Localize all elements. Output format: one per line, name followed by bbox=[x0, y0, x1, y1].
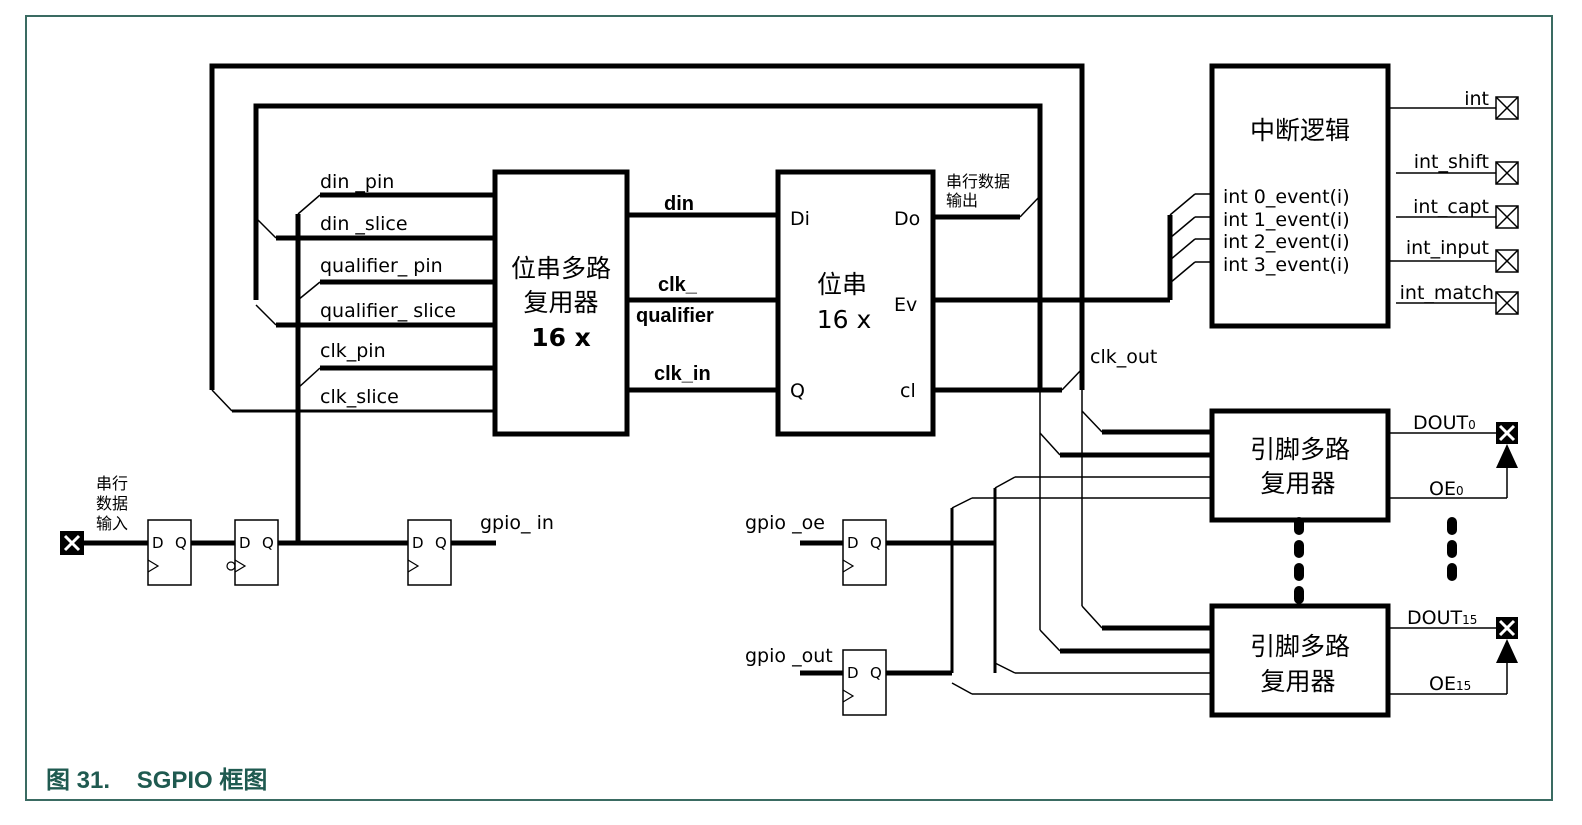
int-event-label: int 1_event(i) bbox=[1223, 209, 1350, 231]
figure-frame bbox=[25, 15, 1553, 801]
svg-text:Q: Q bbox=[870, 534, 882, 552]
pin-mux-block-15 bbox=[1209, 603, 1391, 718]
interrupt-logic-title: 中断逻辑 bbox=[1250, 116, 1350, 145]
output-ellipsis bbox=[1447, 517, 1457, 581]
dout0-label: DOUT0 bbox=[1413, 412, 1476, 434]
pin-mux-ellipsis bbox=[1294, 517, 1304, 604]
int-pad bbox=[1495, 96, 1519, 120]
mux-input-label: qualifier_ slice bbox=[320, 300, 456, 322]
mux-input-label: clk_pin bbox=[320, 340, 386, 362]
clk-in-label: clk_in bbox=[654, 363, 711, 385]
dout15-label: DOUT15 bbox=[1407, 607, 1477, 629]
serial-mux-line1: 位串多路 bbox=[511, 254, 611, 283]
dout0-pad bbox=[1496, 422, 1518, 444]
gpio-in-label: gpio_ in bbox=[480, 512, 554, 534]
serial-in-line3: 输入 bbox=[96, 514, 128, 533]
int-output-label: int bbox=[1464, 88, 1489, 110]
shifter-do: Do bbox=[894, 208, 920, 230]
svg-text:Q: Q bbox=[870, 664, 882, 682]
mux-input-label: din _slice bbox=[320, 213, 408, 235]
shifter-q: Q bbox=[790, 380, 805, 402]
int-output-label: int_capt bbox=[1413, 196, 1489, 218]
int-output-label: int_input bbox=[1406, 237, 1489, 259]
clk-out-label: clk_out bbox=[1090, 346, 1157, 368]
pin-mux-0-line2: 复用器 bbox=[1260, 469, 1335, 498]
int-shift-pad bbox=[1495, 161, 1519, 185]
int-output-label: int_shift bbox=[1414, 151, 1489, 173]
inner-feedback-loop bbox=[253, 103, 1043, 390]
pin-mux-15-line2: 复用器 bbox=[1260, 667, 1335, 696]
gpio-oe-label: gpio _oe bbox=[745, 512, 825, 534]
input-flipflop-1 bbox=[147, 519, 192, 586]
pin-mux-0-line1: 引脚多路 bbox=[1250, 435, 1350, 464]
pin-mux-block-0 bbox=[1209, 408, 1391, 523]
int-event-label: int 2_event(i) bbox=[1223, 231, 1350, 253]
svg-text:D: D bbox=[152, 534, 164, 552]
interrupt-logic-block bbox=[1209, 63, 1391, 329]
input-flipflop-2 bbox=[234, 519, 279, 586]
shifter-ev: Ev bbox=[894, 294, 917, 316]
mux-input-label: qualifier_ pin bbox=[320, 255, 443, 277]
serial-in-line1: 串行 bbox=[96, 474, 128, 493]
mux-input-label: clk_slice bbox=[320, 386, 399, 408]
svg-text:D: D bbox=[239, 534, 251, 552]
oe15-label: OE15 bbox=[1429, 673, 1471, 695]
int-event-label: int 3_event(i) bbox=[1223, 254, 1350, 276]
svg-text:D: D bbox=[847, 664, 859, 682]
oe15-arrow bbox=[1496, 639, 1518, 663]
serial-mux-line3: 16 x bbox=[531, 323, 591, 352]
svg-text:D: D bbox=[847, 534, 859, 552]
oe0-label: OE0 bbox=[1429, 478, 1464, 500]
svg-text:Q: Q bbox=[175, 534, 187, 552]
int-capt-pad bbox=[1495, 205, 1519, 229]
int-output-label: int_match bbox=[1400, 282, 1494, 304]
mux-input-label: din _pin bbox=[320, 171, 394, 193]
gpio-in-flipflop bbox=[407, 519, 452, 586]
oe0-arrow bbox=[1496, 444, 1518, 468]
serial-input-pad bbox=[60, 531, 84, 555]
gpio-out-label: gpio _out bbox=[745, 645, 833, 667]
gpio-oe-flipflop bbox=[842, 519, 887, 586]
serial-mux-line2: 复用器 bbox=[523, 288, 598, 317]
clk-qualifier-label-2: qualifier bbox=[636, 305, 714, 327]
outer-feedback-loop bbox=[209, 63, 1085, 390]
shifter-di: Di bbox=[790, 208, 810, 230]
serial-out-line1: 串行数据 bbox=[946, 172, 1010, 191]
svg-text:Q: Q bbox=[435, 534, 447, 552]
serial-mux-block bbox=[492, 169, 630, 437]
int-input-pad bbox=[1495, 249, 1519, 273]
svg-text:Q: Q bbox=[262, 534, 274, 552]
serial-in-line2: 数据 bbox=[96, 494, 128, 513]
caption-number: 图 31. bbox=[46, 767, 111, 794]
svg-text:D: D bbox=[412, 534, 424, 552]
int-match-pad bbox=[1495, 291, 1519, 315]
gpio-out-flipflop bbox=[842, 649, 887, 716]
din-label: din bbox=[664, 193, 694, 215]
int-event-label: int 0_event(i) bbox=[1223, 186, 1350, 208]
serial-out-line2: 输出 bbox=[946, 191, 978, 210]
shifter-line2: 16 x bbox=[817, 305, 872, 334]
figure-caption: 图 31. SGPIO 框图 bbox=[46, 760, 267, 795]
shifter-block bbox=[775, 169, 936, 437]
dout15-pad bbox=[1496, 617, 1518, 639]
shifter-line1: 位串 bbox=[817, 270, 867, 299]
clk-qualifier-label-1: clk_ bbox=[658, 274, 698, 296]
caption-title: SGPIO 框图 bbox=[136, 767, 268, 794]
shifter-cl: cl bbox=[900, 380, 916, 402]
pin-mux-15-line1: 引脚多路 bbox=[1250, 632, 1350, 661]
